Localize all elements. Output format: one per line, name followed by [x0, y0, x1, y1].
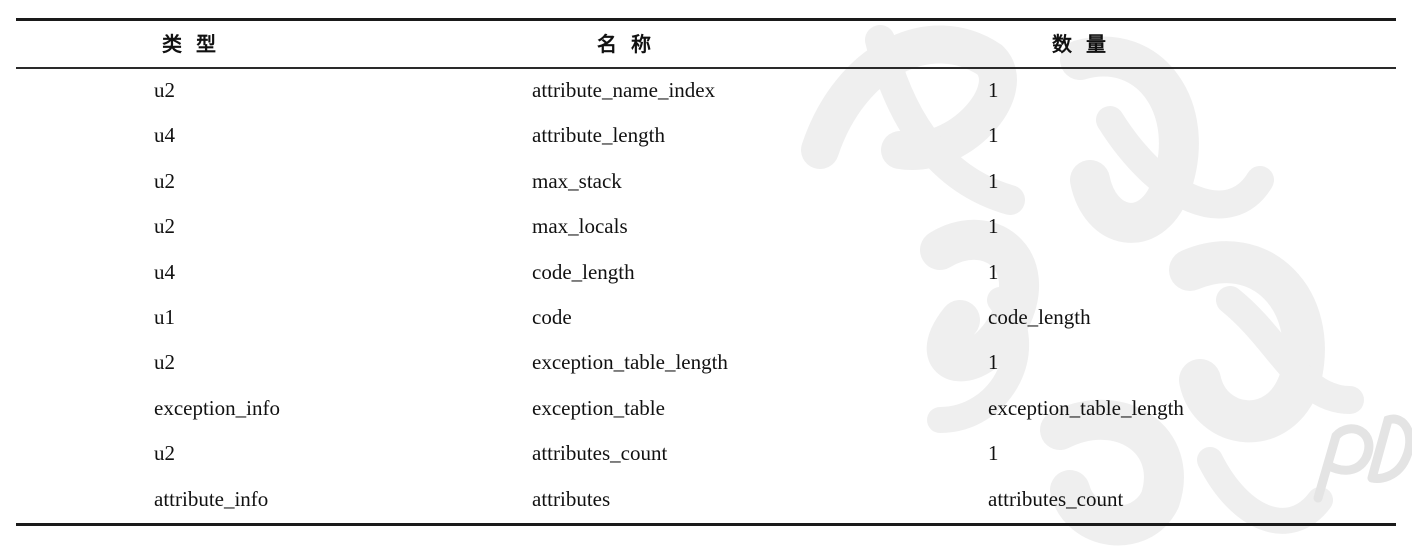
cell-type: u2: [154, 350, 175, 375]
table-row: attribute_info attributes attributes_cou…: [16, 477, 1396, 522]
table-row: u2 max_locals 1: [16, 204, 1396, 249]
table-body: u2 attribute_name_index 1 u4 attribute_l…: [16, 68, 1396, 522]
cell-type: u2: [154, 78, 175, 102]
cell-type: u2: [154, 168, 175, 193]
cell-name: code_length: [532, 259, 635, 284]
header-type: 类型: [162, 32, 230, 56]
cell-name: attribute_length: [532, 123, 665, 148]
cell-name: exception_table_length: [532, 350, 728, 375]
table-row: u2 max_stack 1: [16, 159, 1396, 204]
table-row: u1 code code_length: [16, 295, 1396, 340]
table-row: u2 attributes_count 1: [16, 431, 1396, 476]
cell-type: exception_info: [154, 395, 280, 420]
table-row: u2 attribute_name_index 1: [16, 68, 1396, 113]
cell-count: 1: [988, 214, 999, 239]
cell-name: max_stack: [532, 168, 622, 193]
header-rule: [16, 67, 1396, 69]
header-count: 数量: [1052, 32, 1120, 56]
cell-name: code: [532, 304, 572, 329]
cell-count: 1: [988, 259, 999, 284]
cell-type: u1: [154, 304, 175, 329]
table-row: u4 code_length 1: [16, 250, 1396, 295]
table-row: u2 exception_table_length 1: [16, 340, 1396, 385]
cell-name: attribute_name_index: [532, 78, 716, 102]
cell-type: attribute_info: [154, 486, 269, 511]
table-header-row: 类型 名称 数量: [16, 21, 1396, 67]
cell-count: exception_table_length: [988, 395, 1184, 420]
cell-count: 1: [988, 441, 999, 466]
bottom-rule: [16, 523, 1396, 526]
header-name: 名称: [597, 32, 665, 56]
cell-name: exception_table: [532, 395, 665, 420]
cell-count: 1: [988, 168, 999, 193]
cell-count: attributes_count: [988, 486, 1124, 511]
cell-count: code_length: [988, 304, 1091, 329]
cell-count: 1: [988, 78, 999, 102]
cell-type: u2: [154, 441, 175, 466]
cell-type: u4: [154, 123, 175, 148]
table-row: exception_info exception_table exception…: [16, 386, 1396, 431]
cell-name: attributes_count: [532, 441, 668, 466]
cell-type: u2: [154, 214, 175, 239]
cell-name: max_locals: [532, 214, 628, 239]
table-row: u4 attribute_length 1: [16, 113, 1396, 158]
cell-type: u4: [154, 259, 175, 284]
cell-count: 1: [988, 350, 999, 375]
cell-name: attributes: [532, 486, 611, 511]
top-rule: [16, 18, 1396, 21]
cell-count: 1: [988, 123, 999, 148]
